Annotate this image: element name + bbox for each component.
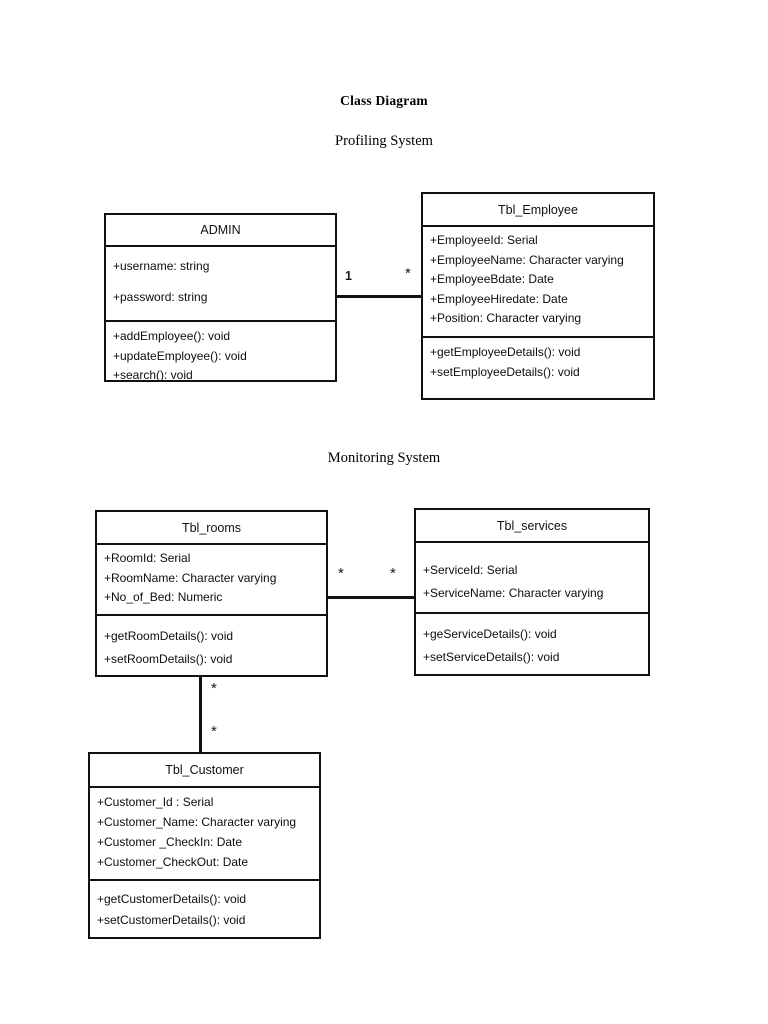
attribute-row: +EmployeeName: Character varying — [430, 252, 624, 267]
class-box-tbl-customer[interactable]: Tbl_Customer +Customer_Id : Serial +Cust… — [88, 752, 321, 939]
operation-row: +setCustomerDetails(): void — [97, 913, 246, 927]
section-title-profiling: Profiling System — [335, 133, 433, 149]
operation-row: +setEmployeeDetails(): void — [430, 364, 580, 379]
class-attributes-tbl-services: +ServiceId: Serial +ServiceName: Charact… — [416, 543, 648, 614]
association-rooms-services — [326, 596, 416, 599]
attribute-row: +Position: Character varying — [430, 311, 582, 325]
attribute-row: +EmployeeBdate: Date — [430, 272, 554, 286]
operation-row: +geServiceDetails(): void — [423, 627, 557, 641]
attribute-row: +Customer_Id : Serial — [97, 795, 214, 809]
multiplicity-rooms-customer-target: * — [211, 723, 217, 740]
operation-row: +getCustomerDetails(): void — [97, 892, 247, 906]
multiplicity-rooms-services-source: * — [338, 565, 344, 582]
association-rooms-customer — [199, 675, 202, 754]
class-name-admin: ADMIN — [106, 215, 335, 247]
attribute-row: +password: string — [113, 290, 208, 304]
attribute-row: +No_of_Bed: Numeric — [104, 590, 223, 604]
attribute-row: +ServiceId: Serial — [423, 563, 518, 577]
multiplicity-admin-source: 1 — [345, 269, 352, 283]
attribute-row: +EmployeeHiredate: Date — [430, 291, 568, 306]
attribute-row: +Customer_CheckOut: Date — [97, 855, 249, 869]
multiplicity-rooms-services-target: * — [390, 565, 396, 582]
multiplicity-rooms-customer-source: * — [211, 680, 217, 697]
class-operations-admin: +addEmployee(): void +updateEmployee(): … — [106, 322, 335, 390]
operation-row: +addEmployee(): void — [113, 329, 231, 343]
attribute-row: +ServiceName: Character varying — [423, 586, 604, 600]
operation-row: +updateEmployee(): void — [113, 348, 247, 363]
class-attributes-admin: +username: string +password: string — [106, 247, 335, 322]
class-operations-tbl-rooms: +getRoomDetails(): void +setRoomDetails(… — [97, 616, 326, 675]
attribute-row: +RoomId: Serial — [104, 551, 191, 565]
multiplicity-admin-target: * — [405, 265, 411, 282]
operation-row: +getRoomDetails(): void — [104, 629, 234, 643]
class-box-tbl-rooms[interactable]: Tbl_rooms +RoomId: Serial +RoomName: Cha… — [95, 510, 328, 677]
class-name-tbl-rooms: Tbl_rooms — [97, 512, 326, 545]
section-title-monitoring: Monitoring System — [327, 450, 441, 466]
class-box-tbl-services[interactable]: Tbl_services +ServiceId: Serial +Service… — [414, 508, 650, 676]
attribute-row: +RoomName: Character varying — [104, 570, 277, 585]
class-attributes-tbl-employee: +EmployeeId: Serial +EmployeeName: Chara… — [423, 227, 653, 338]
class-name-tbl-services: Tbl_services — [416, 510, 648, 543]
class-operations-tbl-employee: +getEmployeeDetails(): void +setEmployee… — [423, 338, 653, 386]
class-operations-tbl-customer: +getCustomerDetails(): void +setCustomer… — [90, 881, 319, 935]
operation-row: +getEmployeeDetails(): void — [430, 345, 581, 359]
class-box-admin[interactable]: ADMIN +username: string +password: strin… — [104, 213, 337, 382]
page-title: Class Diagram — [340, 93, 428, 108]
class-name-tbl-employee: Tbl_Employee — [423, 194, 653, 227]
class-name-tbl-customer: Tbl_Customer — [90, 754, 319, 788]
class-box-tbl-employee[interactable]: Tbl_Employee +EmployeeId: Serial +Employ… — [421, 192, 655, 400]
association-admin-employee — [334, 295, 423, 298]
operation-row: +search(): void — [113, 368, 193, 382]
attribute-row: +Customer _CheckIn: Date — [97, 835, 243, 849]
class-attributes-tbl-customer: +Customer_Id : Serial +Customer_Name: Ch… — [90, 788, 319, 881]
attribute-row: +username: string — [113, 259, 210, 273]
operation-row: +setRoomDetails(): void — [104, 652, 233, 666]
operation-row: +setServiceDetails(): void — [423, 650, 560, 664]
attribute-row: +EmployeeId: Serial — [430, 233, 538, 247]
attribute-row: +Customer_Name: Character varying — [97, 815, 297, 829]
class-attributes-tbl-rooms: +RoomId: Serial +RoomName: Character var… — [97, 545, 326, 616]
class-operations-tbl-services: +geServiceDetails(): void +setServiceDet… — [416, 614, 648, 673]
